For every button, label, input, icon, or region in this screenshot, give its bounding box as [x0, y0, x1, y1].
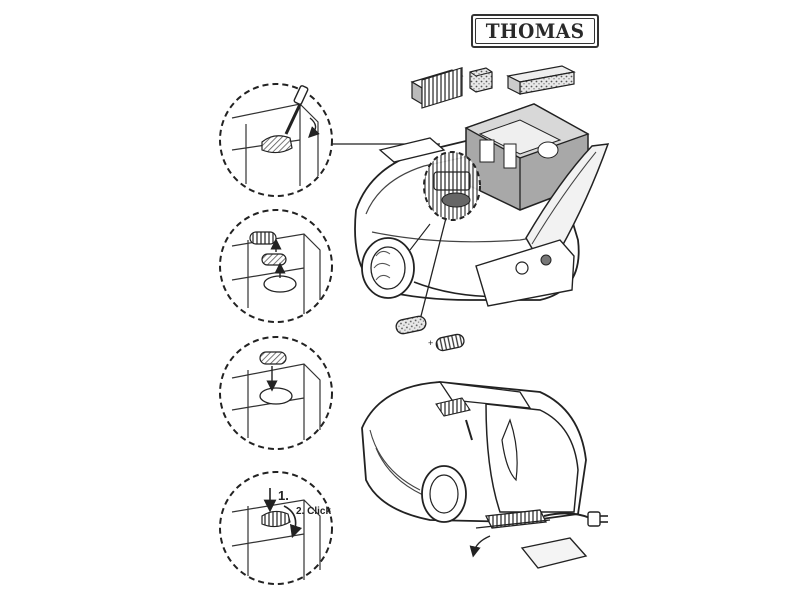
- filter-sponge-icon: [435, 333, 465, 352]
- screwdriver-icon: [284, 85, 309, 135]
- rotate-arrow-icon: [283, 505, 303, 539]
- filter-parts-top: [410, 65, 576, 109]
- step-two-label: 2. Click: [296, 506, 331, 517]
- vacuum-open-illustration: [354, 103, 610, 321]
- wheel: [361, 237, 415, 299]
- thomas-logo: THOMAS: [471, 14, 599, 48]
- fine-filter-icon: [395, 315, 427, 335]
- plug-icon: [587, 511, 608, 527]
- logo-frame: THOMAS: [475, 18, 595, 44]
- spare-filters: +: [395, 315, 465, 352]
- detail-circle-4: 1. 2. Click: [219, 471, 333, 585]
- svg-text:+: +: [428, 338, 433, 348]
- vacuum-rear-illustration: [361, 381, 608, 569]
- filter-sponge-icon: [261, 510, 291, 528]
- wheel: [421, 465, 467, 523]
- fine-filter-icon: [261, 253, 287, 266]
- water-filter-box: [464, 103, 590, 211]
- detail-circle-1: [219, 83, 333, 197]
- power-cord: [543, 512, 591, 519]
- filter-mat-icon: [520, 537, 588, 569]
- fine-filter-icon: [469, 67, 493, 93]
- filter-slot: [261, 135, 293, 154]
- fine-filter-icon: [259, 351, 287, 365]
- logo-text: THOMAS: [485, 19, 585, 43]
- lid: [525, 143, 610, 264]
- filter-mat-icon: [506, 65, 576, 95]
- filter-sponge-icon: [249, 231, 277, 245]
- exhaust-grille: [485, 509, 547, 529]
- rotate-arrow-icon: [469, 535, 491, 558]
- rotate-arrow-icon: [308, 117, 320, 138]
- filter-sponge-icon: [410, 66, 464, 109]
- detail-circle-2: [219, 209, 333, 323]
- step-one-label: 1.: [278, 488, 289, 503]
- detail-circle-3: [219, 336, 333, 450]
